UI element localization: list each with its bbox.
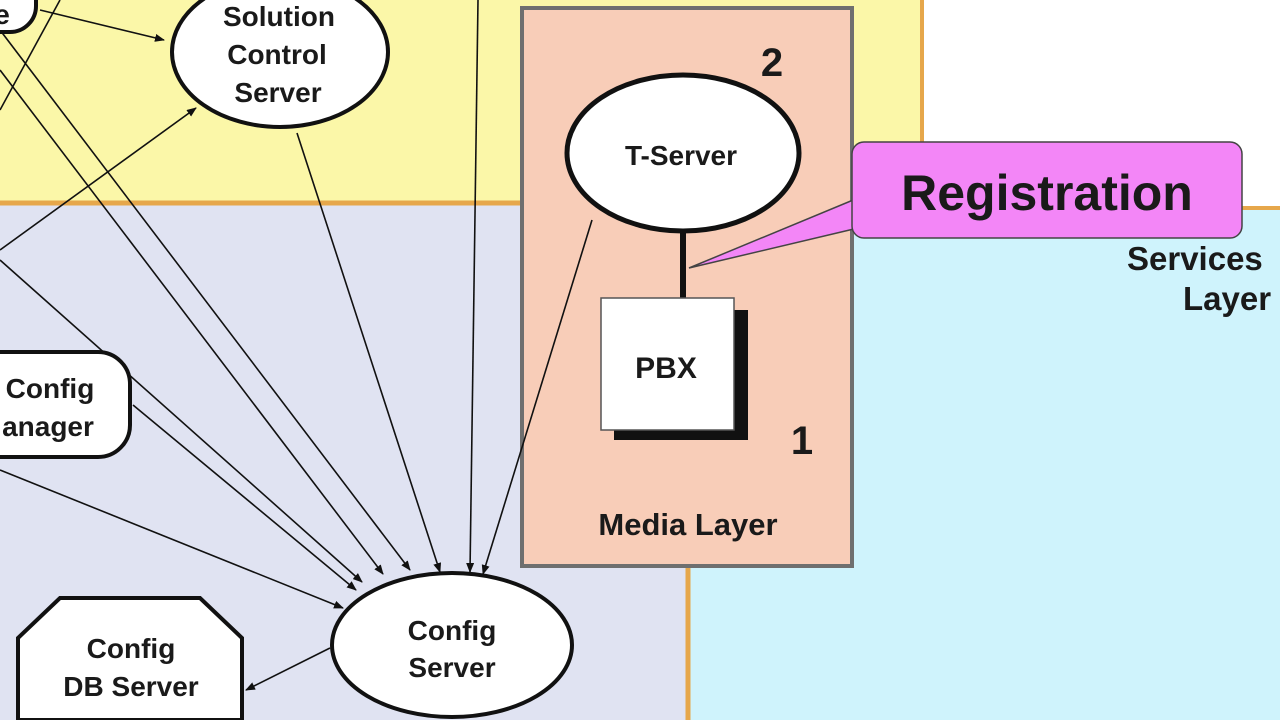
connections xyxy=(0,0,593,691)
pbx-label: PBX xyxy=(635,352,697,385)
step-2-label: 2 xyxy=(761,41,783,85)
arrow-config-manager-to-config-server xyxy=(132,404,357,591)
solution-control-server-line2: Control xyxy=(227,39,327,70)
solution-control-server-line3: Server xyxy=(234,77,321,108)
config-server-node: Config Server xyxy=(330,571,574,719)
config-manager-node: Config anager xyxy=(0,350,132,459)
arrow-config-server-to-db-server xyxy=(245,647,331,691)
arrow-left-1-to-config-server xyxy=(0,29,411,571)
config-db-server-line2: DB Server xyxy=(63,671,199,702)
arrow-top-to-config-server xyxy=(466,0,479,573)
config-manager-line1: Config xyxy=(6,373,95,404)
solution-control-server-line1: Solution xyxy=(223,1,335,32)
arrow-up-to-solution-control xyxy=(0,107,197,251)
registration-callout: Registration xyxy=(688,141,1243,269)
media-layer-label: Media Layer xyxy=(598,507,777,542)
arrow-left-3-to-config-server xyxy=(0,259,363,583)
config-db-server-line1: Config xyxy=(87,633,176,664)
services-layer-label-line1: Services xyxy=(1127,240,1263,277)
config-server-line2: Server xyxy=(408,652,495,683)
partial-node-top-left: e xyxy=(0,0,38,34)
services-layer-label-line2: Layer xyxy=(1183,280,1271,317)
callout-text: Registration xyxy=(901,165,1193,221)
config-manager-line2: anager xyxy=(2,411,94,442)
arrow-solution-control-to-config-server xyxy=(296,132,442,573)
arrow-to-solution-control xyxy=(39,9,165,42)
pbx-node: PBX xyxy=(600,297,748,440)
t-server-node: T-Server xyxy=(564,72,802,234)
partial-node-label: e xyxy=(0,0,10,30)
t-server-label: T-Server xyxy=(625,140,737,171)
callout-box xyxy=(851,141,1243,239)
arrow-left-2-to-config-server xyxy=(0,69,384,575)
arrow-t-server-to-config-server xyxy=(481,219,593,575)
config-server-line1: Config xyxy=(408,615,497,646)
line-partial-node-down xyxy=(0,0,61,111)
arrow-left-4-to-config-server xyxy=(0,469,344,609)
solution-control-server-node: Solution Control Server xyxy=(170,0,390,129)
step-1-label: 1 xyxy=(791,419,813,463)
config-db-server-node: Config DB Server xyxy=(16,596,244,720)
